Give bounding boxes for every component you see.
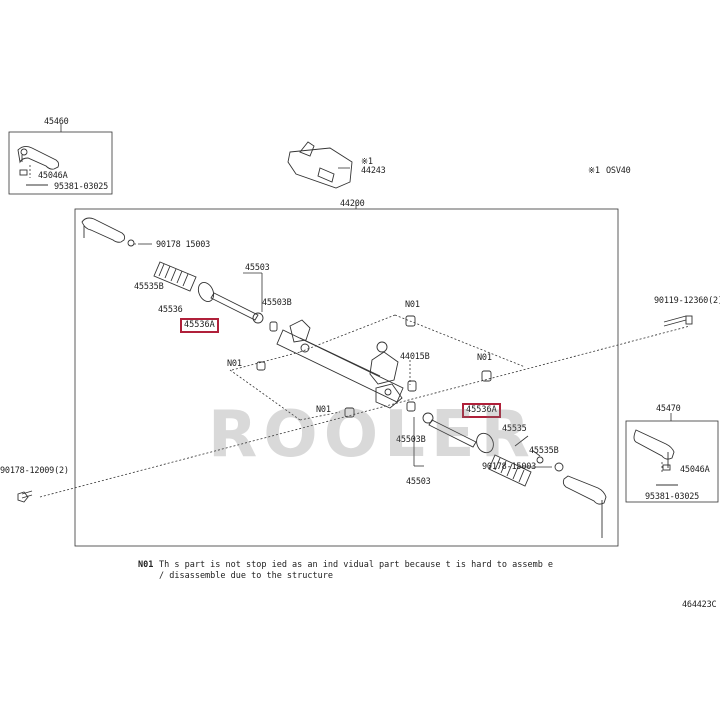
label-44200: 44200 [340,199,365,209]
diagram-id: 464423C [682,600,717,610]
inset-box-45460 [8,131,113,195]
label-45535b-right: 45535B [529,446,559,456]
label-90119: 90119-12360(2) [654,296,720,306]
highlighted-45536a-right[interactable]: 45536A [462,403,501,418]
label-90178-low: 90178-15003 [482,462,537,472]
label-44243: 44243 [361,166,386,176]
label-44243-symbol: ※1 [361,157,373,167]
label-45536: 45536 [158,305,183,315]
label-90178-top: 90178 15003 [156,240,211,250]
note-line-1: Th s part is not stop ied as an ind vidu… [159,560,554,570]
rack-body [276,319,404,409]
inset-box-45470 [625,420,719,503]
boot-right [488,454,544,487]
tie-rod-end-right [554,462,607,538]
label-90178-left: 90178-12009(2) [0,466,69,476]
label-95381-right: 95381-03025 [645,492,700,502]
note-code: N01 [138,560,154,570]
label-45535b-left: 45535B [134,282,164,292]
inner-rod-right [422,412,494,454]
label-95381-left: 95381-03025 [54,182,109,192]
label-n01-top: N01 [405,300,420,310]
label-45503b-top: 45503B [262,298,292,308]
boot-left [153,261,215,302]
label-45470: 45470 [656,404,681,414]
label-45503-top: 45503 [245,263,270,273]
note-line-2: / disassemble due to the structure [159,571,333,581]
label-45503-low: 45503 [406,477,431,487]
label-45460: 45460 [44,117,69,127]
assembly-frame [74,208,619,547]
label-45046a-left: 45046A [38,171,68,181]
label-n01-left: N01 [227,359,242,369]
bracket-44243 [287,141,353,189]
legend-symbol: ※1 [588,166,600,176]
legend-text: OSV40 [606,166,631,176]
inner-rod-left [210,292,278,332]
bolts [17,315,693,503]
tie-rod-end-left [81,217,135,247]
tie-rod-end-left-inset [17,145,60,186]
label-45046a-right: 45046A [680,465,710,475]
highlighted-45536a-left[interactable]: 45536A [180,318,219,333]
label-n01-low: N01 [316,405,331,415]
watermark: ROOLER [208,398,536,472]
label-45503b-low: 45503B [396,435,426,445]
tie-rod-end-right-inset [633,429,678,486]
label-45535: 45535 [502,424,527,434]
label-n01-mid: N01 [477,353,492,363]
label-44015b: 44015B [400,352,430,362]
n01-parts [256,315,492,418]
